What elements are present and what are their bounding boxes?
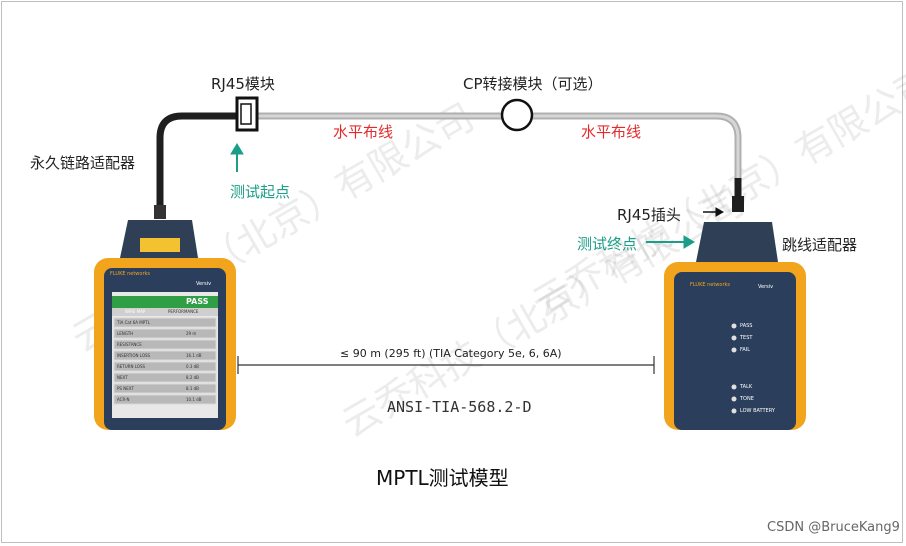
left-brand: FLUKE networks [110, 271, 151, 277]
distance-line [237, 356, 655, 374]
right-led-test: TEST [740, 335, 753, 341]
right-led-fail: FAIL [740, 347, 751, 353]
permanent-link-cable [156, 112, 240, 212]
figure-caption: MPTL测试模型 [376, 466, 509, 490]
label-distance: ≤ 90 m (295 ft) (TIA Category 5e, 6, 6A) [340, 347, 562, 360]
left-tab-performance: PERFORMANCE [168, 309, 199, 314]
label-permanent-link-adapter: 永久链路适配器 [30, 154, 136, 172]
left-value-6: 8.1 dB [186, 386, 199, 391]
label-test-end: 测试终点 [577, 235, 638, 253]
horizontal-cable [258, 112, 742, 178]
label-test-start: 测试起点 [230, 183, 291, 201]
label-patch-adapter: 跳线适配器 [782, 236, 858, 254]
rj45-plug-arrow [703, 207, 725, 217]
left-tab-wiremap: WIRE MAP [125, 309, 146, 314]
left-model: Versiv [196, 281, 212, 287]
cp-module-icon [500, 98, 534, 132]
pass-bar [112, 296, 218, 308]
left-pass-status: PASS [186, 297, 209, 306]
label-standard: ANSI-TIA-568.2-D [387, 398, 532, 416]
right-adapter [696, 222, 778, 262]
test-end-arrow [646, 235, 695, 249]
right-led-talk: TALK [740, 384, 753, 390]
status-leds [731, 323, 737, 414]
left-value-4: 0.3 dB [186, 364, 199, 369]
test-start-arrow [230, 143, 244, 172]
left-row-4: RETURN LOSS [117, 364, 146, 369]
right-brand: FLUKE networks [690, 282, 731, 288]
right-model: Versiv [758, 284, 774, 290]
left-value-3: 16.1 dB [186, 353, 202, 358]
result-rows [113, 317, 217, 405]
left-row-6: PS NEXT [117, 386, 134, 391]
label-horizontal-right: 水平布线 [581, 123, 642, 141]
label-rj45-module: RJ45模块 [211, 75, 275, 93]
label-cp-module: CP转接模块（可选） [463, 75, 603, 93]
right-led-pass: PASS [740, 323, 753, 329]
left-value-5: 8.2 dB [186, 375, 199, 380]
left-row-7: ACR-N [117, 397, 130, 402]
credit-text: CSDN @BruceKang9 [767, 520, 900, 535]
left-row-0: TIA Cat 6A MPTL [117, 320, 150, 325]
left-row-3: INSERTION LOSS [117, 353, 151, 358]
left-row-5: NEXT [117, 375, 128, 380]
right-led-low-battery: LOW BATTERY [740, 408, 775, 414]
left-row-1: LENGTH [117, 331, 134, 336]
label-rj45-plug: RJ45插头 [617, 206, 681, 224]
left-value-7: 10.1 dB [186, 397, 202, 402]
left-value-1: 29 m [186, 331, 197, 336]
right-led-tone: TONE [740, 396, 754, 402]
rj45-plug-icon [732, 196, 744, 212]
left-row-2: RESISTANCE [117, 342, 142, 347]
label-horizontal-left: 水平布线 [333, 123, 394, 141]
